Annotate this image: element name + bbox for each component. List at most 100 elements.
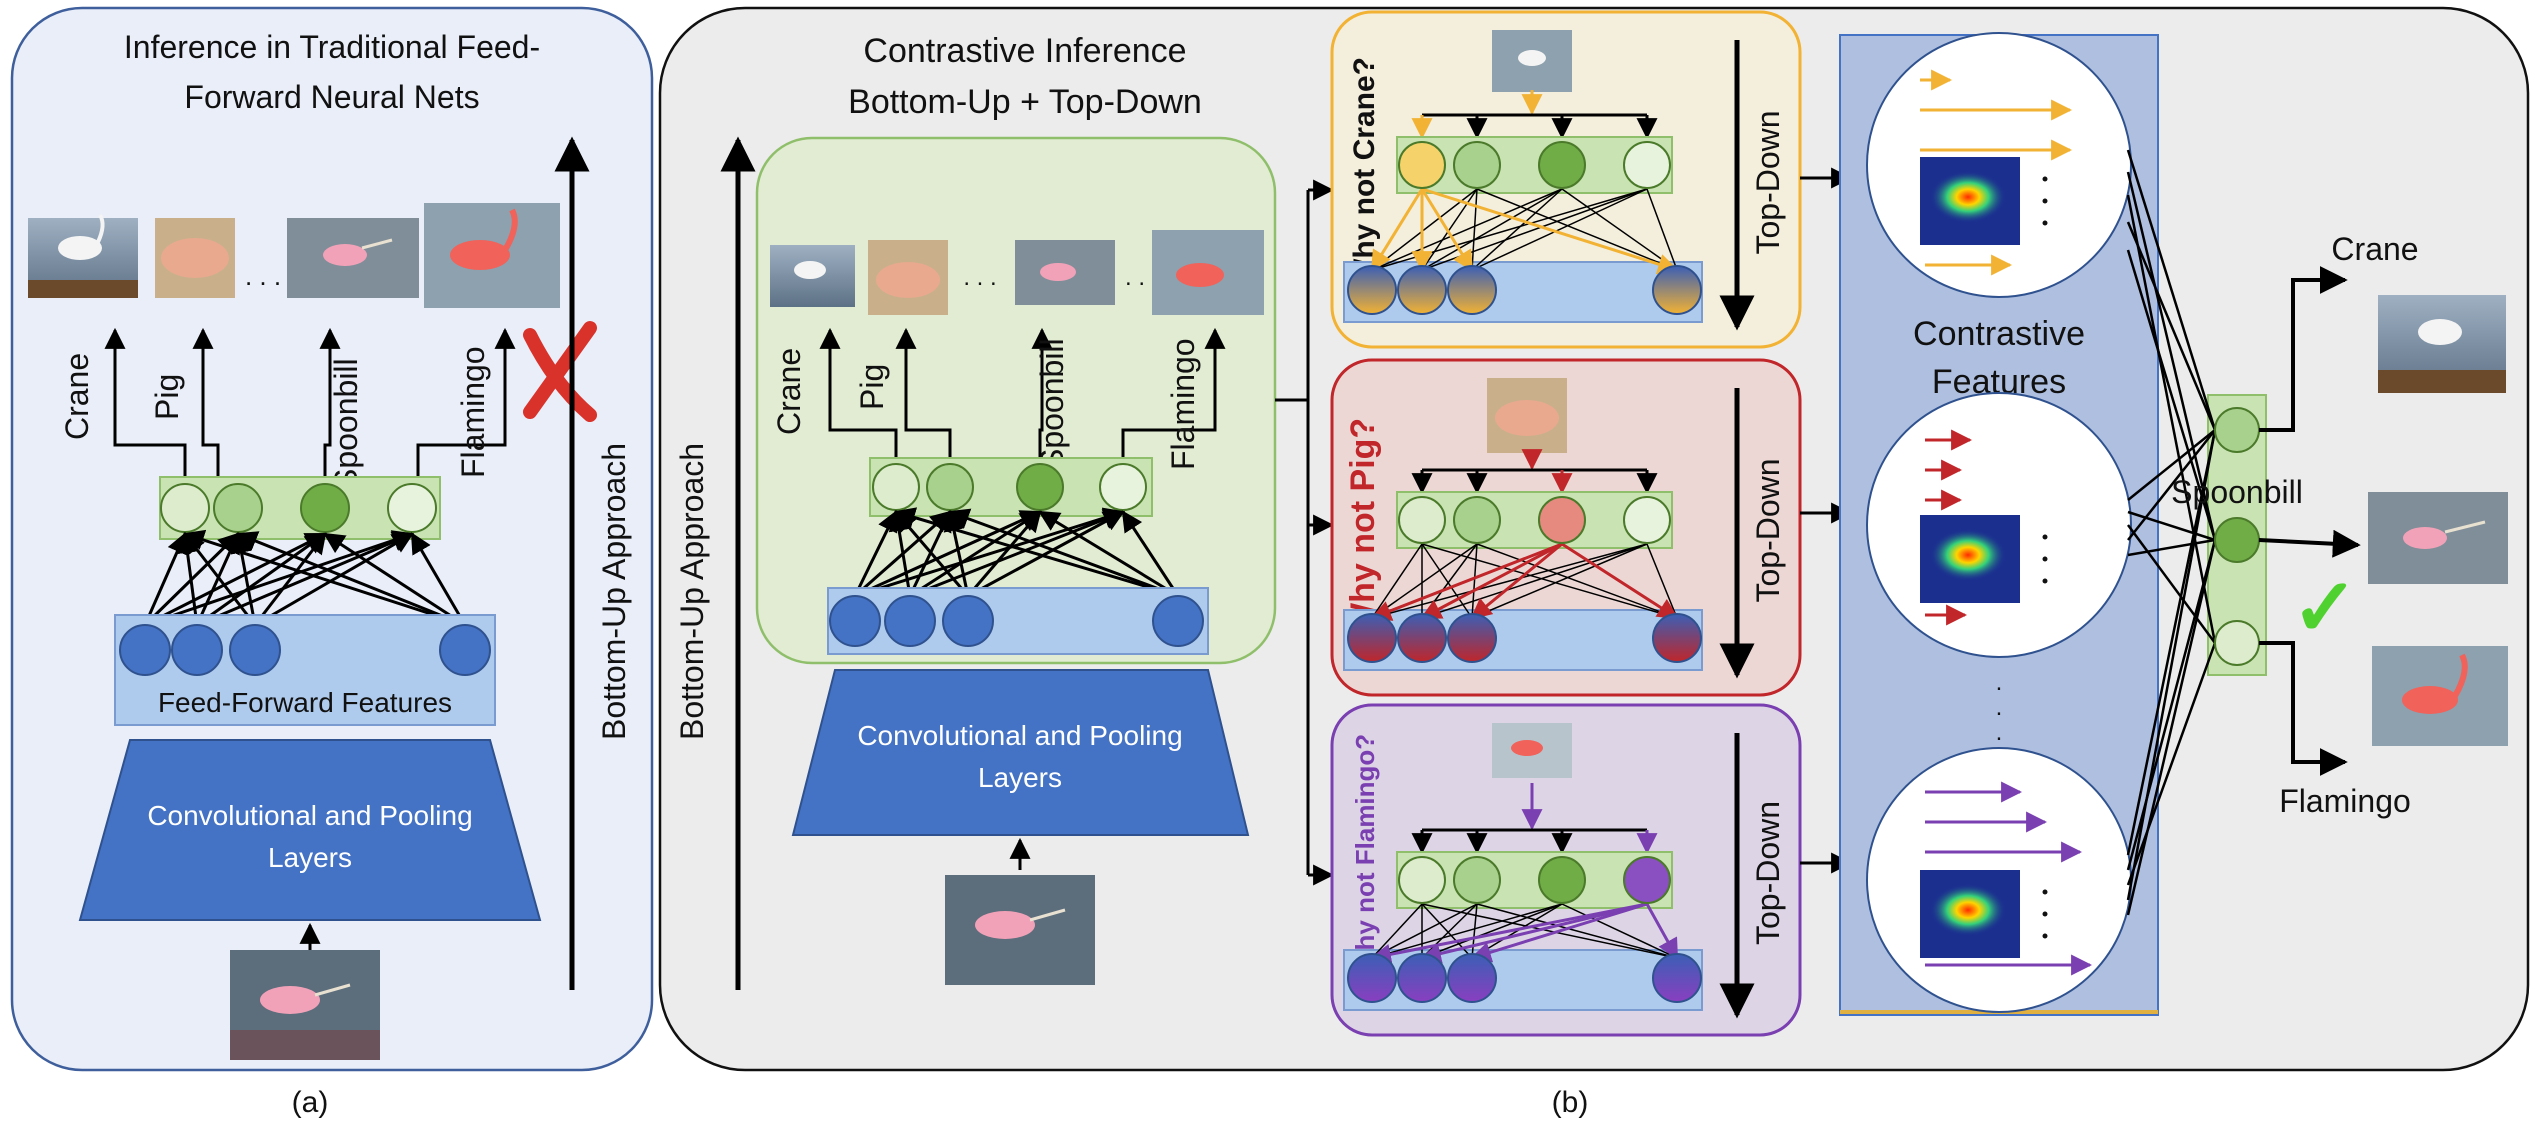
vdot <box>2042 889 2048 895</box>
panel-a-approach-label: Bottom-Up Approach <box>596 443 632 740</box>
panel-a-features-label: Feed-Forward Features <box>158 687 452 718</box>
panel-b: Contrastive Inference Bottom-Up + Top-Do… <box>658 6 2530 1072</box>
panel-a-conv-line2: Layers <box>268 842 352 873</box>
connection-line <box>196 532 327 627</box>
top-down-connection <box>1561 542 1679 620</box>
why-not-feature-node <box>1397 953 1447 1003</box>
b-conv-block <box>791 669 1250 836</box>
connection-line <box>183 529 466 627</box>
connection-line <box>1371 543 1648 619</box>
connection-line <box>236 531 466 627</box>
top-down-connection <box>1370 188 1424 272</box>
panel-b-image-row: . . . . . <box>770 230 1264 315</box>
output-connection-line <box>2126 249 2217 541</box>
connection-line <box>1421 188 1563 271</box>
panel-a-conv-block <box>78 739 542 921</box>
why-not-fc-node <box>1538 141 1586 189</box>
why-not-fc-node <box>1398 496 1446 544</box>
why-not-fc-node <box>1453 496 1501 544</box>
contrastive-vdots-3: . <box>1996 719 2003 746</box>
b-conv-line2: Layers <box>978 762 1062 793</box>
b-branch-arrows <box>1275 179 1335 886</box>
output-connection-line <box>2126 524 2217 644</box>
contrastive-circle-flamingo <box>1866 747 2132 1013</box>
top-down-label: Top-Down <box>1750 801 1786 945</box>
connection-line <box>1371 188 1563 271</box>
top-down-connection <box>1369 902 1648 965</box>
output-nodes <box>2214 407 2260 666</box>
why-not-fc-node <box>1398 856 1446 904</box>
b-class-crane: Crane <box>771 348 807 435</box>
connection-line <box>909 509 1125 598</box>
spoonbill-image <box>287 218 419 298</box>
top-down-connection <box>1420 542 1563 620</box>
connection-line <box>966 510 1042 597</box>
why-not-crane-box: Why not Crane?Top-Down <box>1330 10 1853 349</box>
panel-b-title-line1: Contrastive Inference <box>863 32 1186 70</box>
connection-line <box>253 532 327 626</box>
flamingo-image <box>424 203 560 308</box>
connection-line <box>1371 903 1563 959</box>
why-not-fc-node <box>1623 496 1671 544</box>
connection-line <box>1421 543 1648 619</box>
contrastive-circle-crane <box>1866 32 2132 298</box>
panel-b-class-arrows <box>819 327 1226 465</box>
output-connection-line <box>2127 429 2216 501</box>
output-connection-line <box>2126 429 2217 856</box>
contrastive-label-line1: Contrastive <box>1913 315 2085 353</box>
connection-line <box>1476 543 1678 619</box>
panel-b-title-line2: Bottom-Up + Top-Down <box>848 83 1202 121</box>
output-connection-line <box>2127 538 2216 557</box>
contrastive-vdots-2: . <box>1996 694 2003 721</box>
top-down-connection <box>1420 188 1474 272</box>
why-not-feature-node <box>1447 613 1497 663</box>
connection-line <box>1476 903 1678 959</box>
why-not-fc-node <box>1453 141 1501 189</box>
connection-line <box>410 532 467 626</box>
connection-line <box>1421 903 1563 959</box>
connection-line <box>144 530 414 627</box>
why-not-feature-band <box>1343 949 1703 1011</box>
connection-line <box>1421 543 1473 619</box>
panel-a-class-pig: Pig <box>149 374 185 420</box>
panel-a-class-spoonbill: Spoonbill <box>328 358 364 490</box>
vdot <box>2042 534 2048 540</box>
connection-line <box>1121 510 1180 597</box>
top-down-connection <box>1419 902 1648 964</box>
connection-line <box>254 532 414 627</box>
output-connection-line <box>2126 429 2217 901</box>
pig-image <box>155 218 235 298</box>
output-crane-image <box>2378 295 2506 393</box>
vdot <box>2042 556 2048 562</box>
panel-b-caption: (b) <box>1552 1086 1589 1119</box>
top-down-connection <box>1470 542 1563 620</box>
why-not-feature-node <box>1347 265 1397 315</box>
why-not-feature-node <box>1652 265 1702 315</box>
heatmap-blob <box>1930 529 2006 581</box>
b-class-pig: Pig <box>854 364 890 410</box>
top-down-connection <box>1370 542 1563 621</box>
contrastive-circle-pig <box>1866 392 2132 658</box>
heatmap-blob <box>1930 884 2006 936</box>
vdot <box>2042 911 2048 917</box>
connection-line <box>1471 188 1563 271</box>
connection-line <box>854 507 1126 598</box>
panel-a-conv-line1: Convolutional and Pooling <box>147 800 472 831</box>
output-connection-line <box>2126 194 2217 644</box>
panel-a-connections <box>143 529 467 627</box>
connection-line <box>1471 543 1648 619</box>
connection-line <box>1421 903 1678 959</box>
why-not-label: Why not Flamingo? <box>1350 734 1380 975</box>
panel-a-class-flamingo: Flamingo <box>455 346 491 478</box>
panel-a-class-crane: Crane <box>59 353 95 440</box>
output-crane-label: Crane <box>2331 231 2418 267</box>
output-spoonbill-image <box>2368 492 2508 584</box>
output-connection-line <box>2126 149 2217 431</box>
output-flamingo-image <box>2372 646 2508 746</box>
b-ellipsis-2: . . <box>1125 264 1145 291</box>
vdot <box>2042 220 2048 226</box>
why-not-pig-box: Why not Pig?Top-Down <box>1330 358 1853 697</box>
panel-a-class-arrows <box>104 327 516 485</box>
top-down-label: Top-Down <box>1750 110 1786 254</box>
why-not-label: Why not Pig? <box>1344 418 1382 635</box>
